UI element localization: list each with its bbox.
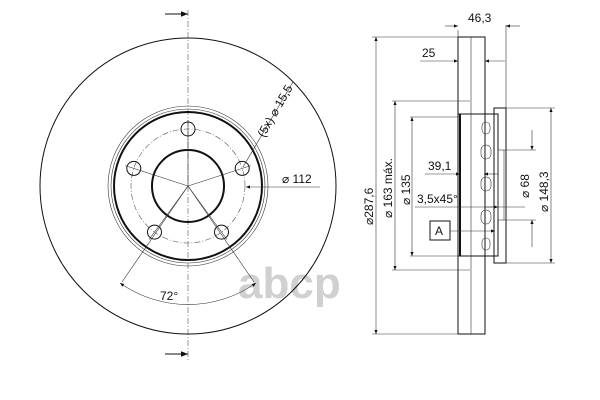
hat-body	[457, 113, 499, 257]
hub-ring-outer	[107, 105, 269, 267]
angle-ext-right	[187, 185, 255, 283]
angle-dimension-arc	[119, 282, 257, 305]
outer-disc-edge	[39, 37, 337, 335]
bolt-circle-label: ⌀ 112	[282, 172, 312, 186]
hat-depth-label: 39,1	[428, 159, 452, 173]
side-view: 46,3 25 ⌀287,6 ⌀ 163 máx. ⌀ 135 39,1 3,5…	[362, 11, 555, 335]
angle-label: 72°	[160, 289, 178, 303]
bolt-holes	[125, 120, 251, 240]
watermark-logo: abcp	[238, 259, 341, 308]
center-bore-section	[497, 149, 505, 221]
bolt-centerline	[187, 165, 251, 187]
hat-holes	[480, 121, 492, 251]
datum-box	[429, 220, 451, 241]
bolt-hole	[214, 224, 230, 240]
hub-ring-middle	[110, 108, 266, 264]
center-bore-label: ⌀ 68	[518, 174, 532, 198]
hat-flange	[493, 107, 507, 264]
hat-outer-label: ⌀ 148,3	[537, 171, 551, 212]
chamfer-label: 3,5x45°	[417, 192, 458, 206]
bolt-hole	[146, 224, 162, 240]
outer-diameter-label: ⌀287,6	[362, 187, 376, 225]
bolt-hole	[126, 160, 142, 176]
angle-ext-left	[121, 185, 189, 283]
disc-thickness-label: 25	[422, 46, 436, 60]
bolt-centerline	[125, 165, 189, 187]
datum-label: A	[435, 224, 443, 238]
bolt-hole-leader	[242, 81, 294, 168]
hub-ring-inner	[113, 111, 263, 261]
bolt-hole-label: (5x) ⌀ 15,5	[254, 82, 295, 139]
max-diameter-label: ⌀ 163 máx.	[381, 158, 395, 218]
hub-diameter-label: ⌀ 135	[399, 174, 413, 205]
bolt-hole	[234, 160, 250, 176]
total-width-label: 46,3	[468, 11, 492, 25]
